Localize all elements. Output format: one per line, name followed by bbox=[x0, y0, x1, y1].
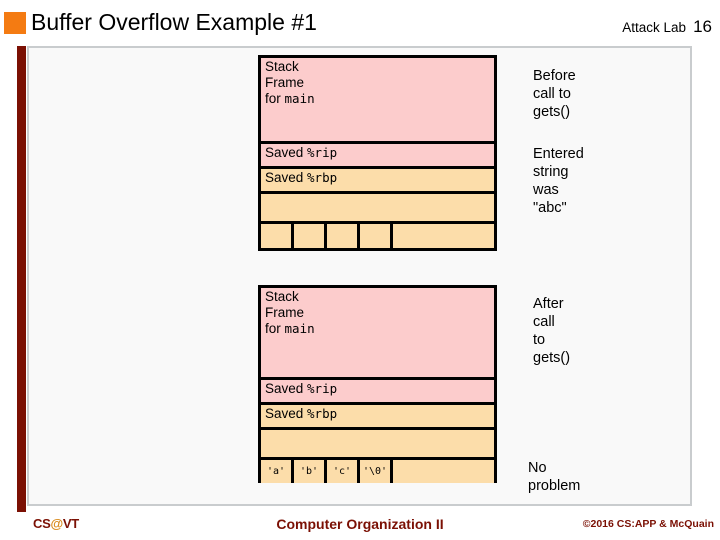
cs-at-vt-logo: CS@VT bbox=[33, 516, 79, 531]
saved-rip-box: Saved %rip bbox=[261, 144, 494, 169]
saved-rbp-box: Saved %rbp bbox=[261, 169, 494, 194]
stack-frame-text: Stack Frame for main bbox=[261, 288, 494, 337]
stack-frame-line2: Frame bbox=[265, 75, 305, 90]
rip-register: %rip bbox=[307, 381, 338, 396]
header-right: Attack Lab 16 bbox=[622, 17, 712, 37]
stack-frame-line1: Stack bbox=[265, 289, 299, 304]
page-title: Buffer Overflow Example #1 bbox=[31, 9, 317, 35]
at-sign-icon: @ bbox=[50, 516, 63, 531]
note-entered-string: Entered string was "abc" bbox=[533, 146, 584, 216]
title-bullet-icon bbox=[4, 12, 26, 34]
logo-vt: VT bbox=[62, 516, 79, 531]
buffer-cell bbox=[327, 224, 360, 248]
saved-keyword: Saved bbox=[265, 145, 308, 160]
left-accent-bar bbox=[17, 46, 26, 512]
saved-keyword: Saved bbox=[265, 406, 308, 421]
saved-rip-text: Saved %rip bbox=[261, 144, 494, 161]
slide-number: 16 bbox=[693, 17, 712, 36]
stack-frame-line1: Stack bbox=[265, 59, 299, 74]
buffer-cell-a: 'a' bbox=[261, 460, 294, 483]
buffer-cell-nul: '\0' bbox=[360, 460, 393, 483]
empty-slot-box bbox=[261, 430, 494, 460]
stack-frame-text: Stack Frame for main bbox=[261, 58, 494, 107]
saved-keyword: Saved bbox=[265, 381, 308, 396]
buffer-cell-remainder bbox=[393, 460, 494, 483]
stack-frame-line3: for main bbox=[265, 91, 494, 107]
empty-slot-box bbox=[261, 194, 494, 224]
stack-boxes-before: Stack Frame for main Saved %rip Saved %r… bbox=[258, 55, 497, 251]
buffer-cell-c: 'c' bbox=[327, 460, 360, 483]
note-no-problem: No problem bbox=[528, 460, 581, 494]
buffer-cell-remainder bbox=[393, 224, 494, 248]
saved-rip-box: Saved %rip bbox=[261, 380, 494, 405]
stack-boxes-after: Stack Frame for main Saved %rip Saved %r… bbox=[258, 285, 497, 483]
for-keyword: for bbox=[265, 91, 285, 106]
buffer-cell bbox=[360, 224, 393, 248]
buffer-cells: 'a' 'b' 'c' '\0' bbox=[261, 460, 494, 483]
saved-rbp-box: Saved %rbp bbox=[261, 405, 494, 430]
saved-keyword: Saved bbox=[265, 170, 308, 185]
main-symbol: main bbox=[284, 91, 315, 106]
stack-frame-line2: Frame bbox=[265, 305, 305, 320]
saved-rip-text: Saved %rip bbox=[261, 380, 494, 397]
buffer-cell-b: 'b' bbox=[294, 460, 327, 483]
buffer-row-box: 'a' 'b' 'c' '\0' bbox=[261, 460, 494, 483]
saved-rbp-text: Saved %rbp bbox=[261, 169, 494, 186]
footer-copyright: ©2016 CS:APP & McQuain bbox=[582, 518, 714, 530]
buffer-cell bbox=[261, 224, 294, 248]
rbp-register: %rbp bbox=[307, 406, 338, 421]
lab-name: Attack Lab bbox=[622, 20, 687, 35]
main-symbol: main bbox=[284, 321, 315, 336]
logo-cs: CS bbox=[33, 516, 51, 531]
buffer-cell bbox=[294, 224, 327, 248]
footer-course-title: Computer Organization II bbox=[276, 516, 444, 532]
note-before-gets: Before call to gets() bbox=[533, 68, 576, 120]
stack-frame-line3: for main bbox=[265, 321, 494, 337]
saved-rbp-text: Saved %rbp bbox=[261, 405, 494, 422]
for-keyword: for bbox=[265, 321, 285, 336]
stack-frame-main-box: Stack Frame for main bbox=[261, 58, 494, 144]
rip-register: %rip bbox=[307, 145, 338, 160]
rbp-register: %rbp bbox=[307, 170, 338, 185]
note-after-gets: After call to gets() bbox=[533, 296, 571, 366]
buffer-row-box bbox=[261, 224, 494, 248]
stack-frame-main-box: Stack Frame for main bbox=[261, 288, 494, 380]
buffer-cells bbox=[261, 224, 494, 248]
